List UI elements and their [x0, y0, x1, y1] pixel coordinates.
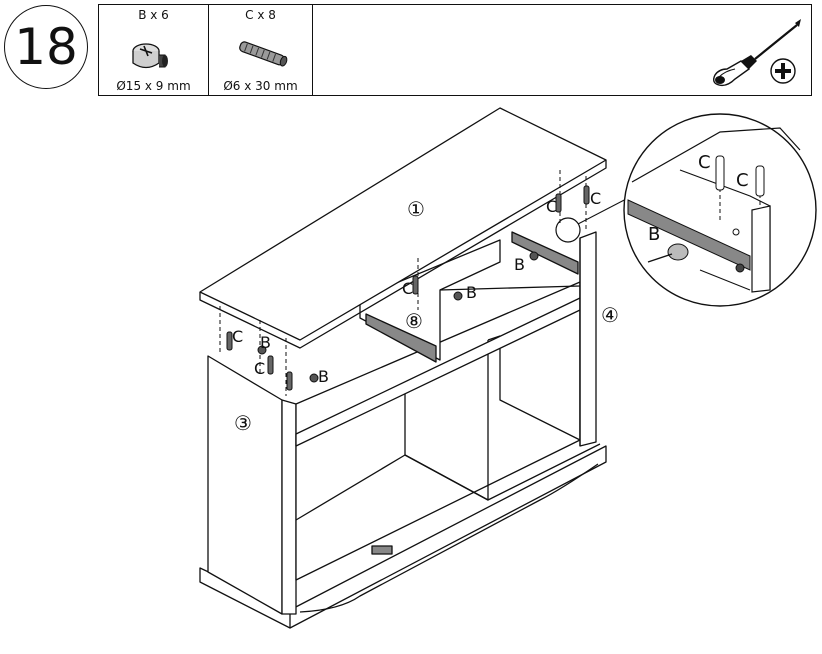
part-c-dimension: Ø6 x 30 mm: [223, 79, 298, 93]
wooden-dowel-icon: [239, 41, 288, 67]
label-dowel-4: C: [546, 197, 557, 216]
label-dowel-2: C: [254, 359, 265, 378]
plinth: [199, 445, 607, 629]
label-drawer-rail: ⑧: [405, 309, 423, 333]
drawer-runner-back: [511, 231, 579, 275]
phillips-head-icon: [770, 58, 796, 84]
left-side-panel: [207, 355, 283, 615]
label-dowel-1: C: [232, 327, 243, 346]
part-b-quantity: B x 6: [138, 8, 169, 22]
label-left-side: ③: [234, 411, 252, 435]
parts-list: B x 6 Ø15 x 9 mm C x 8 Ø6 x 30 mm: [98, 4, 812, 96]
part-b-dimension: Ø15 x 9 mm: [116, 79, 191, 93]
label-cam-4: B: [514, 255, 525, 274]
phillips-screwdriver-icon: [712, 19, 801, 87]
label-cam-1: B: [260, 333, 271, 352]
cam-lock-icon: [132, 43, 168, 69]
step-number: 18: [4, 5, 88, 89]
detail-label-cam: B: [648, 224, 660, 245]
part-c-cell: C x 8 Ø6 x 30 mm: [209, 5, 313, 95]
label-dowel-5: C: [590, 189, 601, 208]
label-cam-2: B: [318, 367, 329, 386]
detail-origin-marker: [555, 217, 581, 243]
label-top-panel: ①: [407, 197, 425, 221]
top-panel: [199, 107, 607, 341]
middle-shelf: [295, 297, 581, 447]
detail-magnifier: C C B: [623, 113, 817, 307]
right-side-panel: [579, 231, 597, 447]
part-b-cell: B x 6 Ø15 x 9 mm: [99, 5, 209, 95]
part-c-quantity: C x 8: [245, 8, 276, 22]
label-dowel-3: C: [402, 279, 413, 298]
drawer-runner-front: [365, 313, 437, 363]
label-cam-3: B: [466, 283, 477, 302]
label-right-side: ④: [601, 303, 619, 327]
detail-label-dowel-2: C: [736, 170, 749, 191]
detail-label-dowel-1: C: [698, 152, 711, 173]
